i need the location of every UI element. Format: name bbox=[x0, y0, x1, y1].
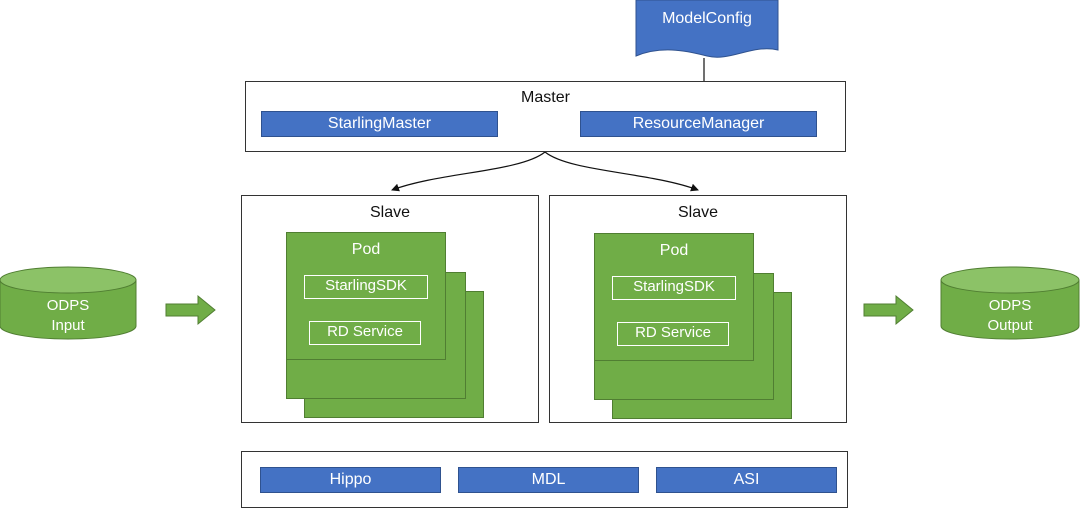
starling-master-bar: StarlingMaster bbox=[261, 111, 498, 137]
slave-box-left: Slave Pod StarlingSDK RD Service bbox=[241, 195, 539, 423]
arrow-master-to-slave-left bbox=[391, 151, 546, 192]
pod-right: Pod StarlingSDK RD Service bbox=[594, 233, 754, 361]
starling-sdk-right: StarlingSDK bbox=[612, 276, 736, 300]
block-arrow-input bbox=[165, 294, 216, 326]
arrow-master-to-slave-right bbox=[544, 151, 699, 192]
odps-input-line1: ODPS bbox=[46, 297, 90, 314]
slave-title-right: Slave bbox=[677, 204, 719, 221]
block-arrow-output bbox=[863, 294, 914, 326]
starling-sdk-left: StarlingSDK bbox=[304, 275, 428, 299]
model-config-shape bbox=[635, 0, 779, 58]
odps-input-cylinder bbox=[0, 266, 137, 340]
rd-service-left: RD Service bbox=[309, 321, 421, 345]
resource-manager-bar: ResourceManager bbox=[580, 111, 817, 137]
odps-output-label: ODPS Output bbox=[941, 296, 1079, 336]
master-box: Master StarlingMaster ResourceManager bbox=[245, 81, 846, 152]
pod-title-right: Pod bbox=[659, 242, 689, 259]
odps-output-line2: Output bbox=[987, 317, 1033, 334]
master-title: Master bbox=[521, 89, 570, 106]
pod-left: Pod StarlingSDK RD Service bbox=[286, 232, 446, 360]
model-config-label: ModelConfig bbox=[662, 10, 752, 27]
pod-title-left: Pod bbox=[351, 241, 381, 258]
rd-service-right: RD Service bbox=[617, 322, 729, 346]
odps-input-line2: Input bbox=[51, 317, 85, 334]
odps-output-cylinder bbox=[940, 266, 1080, 340]
odps-input-label: ODPS Input bbox=[0, 296, 136, 336]
hippo-bar: Hippo bbox=[260, 467, 441, 493]
slave-title-left: Slave bbox=[369, 204, 411, 221]
slave-box-right: Slave Pod StarlingSDK RD Service bbox=[549, 195, 847, 423]
asi-bar: ASI bbox=[656, 467, 837, 493]
infrastructure-box: Hippo MDL ASI bbox=[241, 451, 848, 508]
mdl-bar: MDL bbox=[458, 467, 639, 493]
odps-output-line1: ODPS bbox=[988, 297, 1032, 314]
